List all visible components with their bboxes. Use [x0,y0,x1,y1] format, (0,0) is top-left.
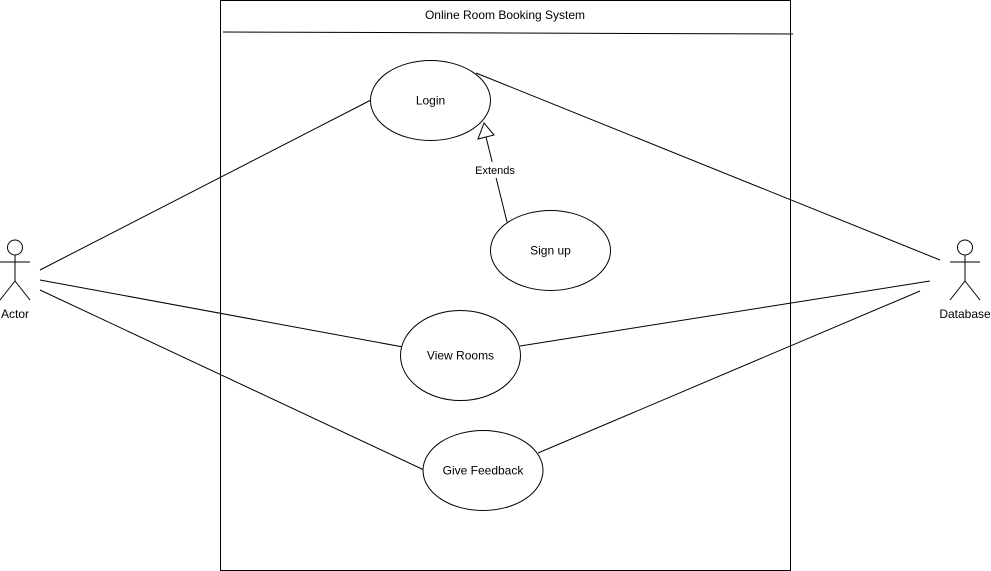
use-case-view-rooms-shape [400,310,521,401]
system-title-divider [222,31,794,35]
extends-label: Extends [475,165,515,177]
use-case-login-label: Login [416,94,445,108]
actor-right-right-leg [964,280,981,301]
association-actor-give-feedback [39,289,425,471]
association-database-view-rooms [519,280,931,347]
actor-right-left-leg [949,280,966,301]
association-actor-login [39,99,372,271]
use-case-give-feedback-shape [422,430,544,511]
use-case-give-feedback-label: Give Feedback [443,464,525,478]
use-case-give-feedback: Give Feedback [422,430,544,511]
use-case-view-rooms: View Rooms [400,310,521,401]
actor-right-label: Database [939,307,991,321]
actor-left-label: Actor [1,307,29,321]
actor-left-head [7,239,23,256]
extends-label-background [472,162,518,178]
association-database-login [475,72,941,261]
use-case-signup: Sign up [490,210,611,291]
system-title: Online Room Booking System [425,8,585,22]
use-case-login-shape [370,60,491,141]
actor-left-left-leg [0,280,16,301]
extends-arrowhead [477,122,495,140]
use-case-view-rooms-label: View Rooms [427,349,494,363]
actor-right-head [957,239,973,256]
use-case-signup-shape [490,210,611,291]
extends-line [485,136,508,223]
actor-left: Actor [0,239,31,321]
use-case-signup-label: Sign up [530,244,571,258]
association-actor-view-rooms [39,279,404,348]
association-database-give-feedback [537,290,921,454]
actor-left-right-leg [14,280,31,301]
actor-right: Database [939,239,991,321]
use-case-login: Login [370,60,491,141]
